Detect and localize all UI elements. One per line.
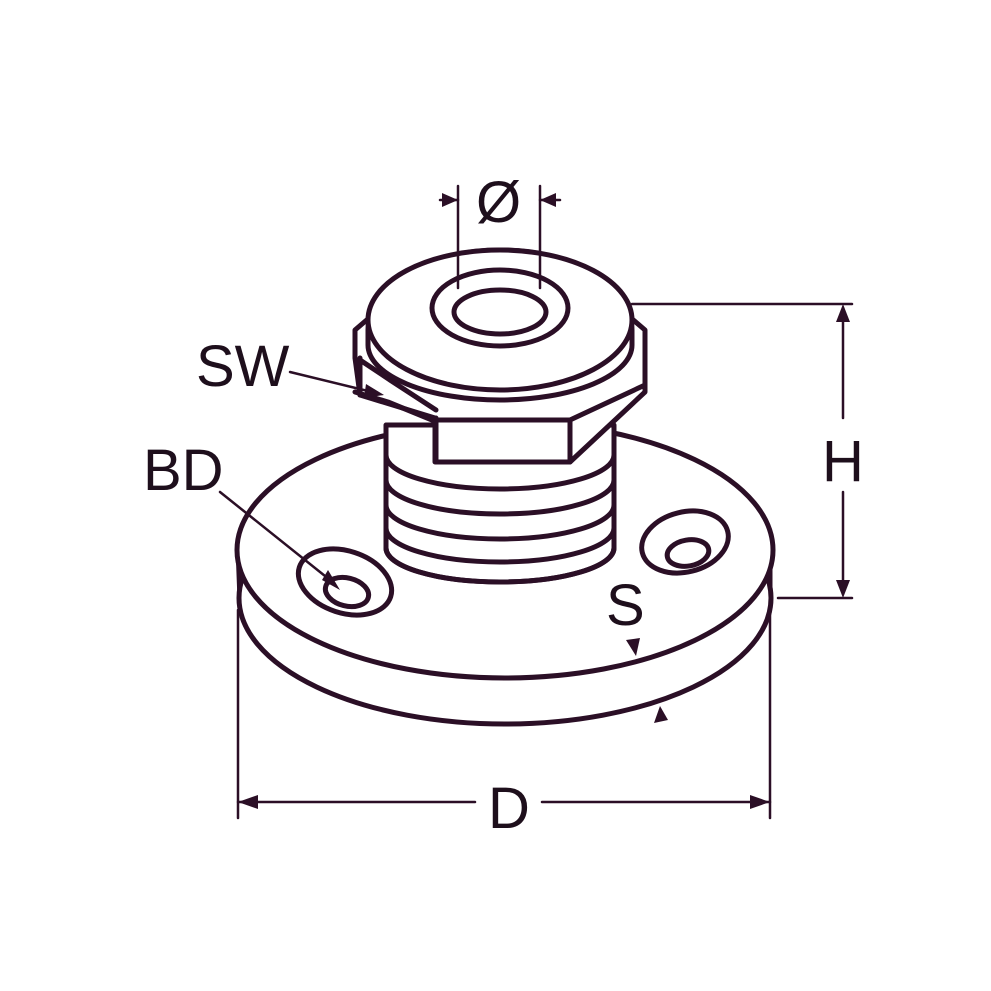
dimension-thickness: S [606,573,668,723]
dimension-outer-diameter: D [236,608,772,841]
dimension-wrench-size: SW [196,334,384,399]
label-wrench-size: SW [196,334,290,399]
cap [365,247,635,403]
label-diameter: Ø [476,170,521,235]
mounting-hole-right [639,508,731,576]
label-outer-diameter: D [488,776,530,841]
mounting-hole-left [295,546,395,618]
dimension-bore-diameter: BD [143,438,340,590]
label-height: H [822,429,864,494]
label-thickness: S [606,573,645,638]
dimension-height: H [630,302,864,600]
label-bore-diameter: BD [143,438,224,503]
dimension-diameter: Ø [438,170,562,290]
